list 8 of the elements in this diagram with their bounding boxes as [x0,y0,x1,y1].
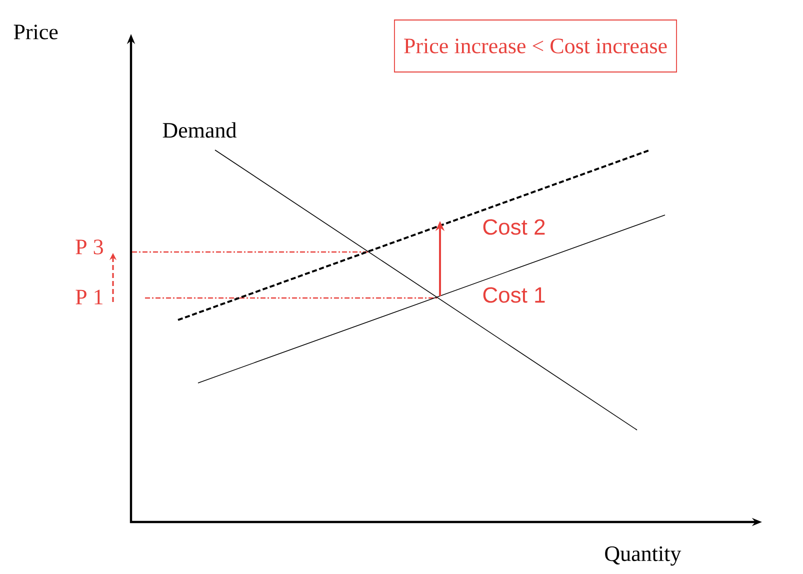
price-label: P 1 [76,290,102,304]
axis-label: Price [14,24,58,40]
note-box: Price increase < Cost increase [394,20,677,72]
axis-label: Quantity [605,546,682,566]
curve-label: Cost 2 [483,219,545,235]
curve-label: Demand [162,122,236,138]
price-label: P 3 [76,240,103,254]
curve-label: Cost 1 [483,287,545,303]
